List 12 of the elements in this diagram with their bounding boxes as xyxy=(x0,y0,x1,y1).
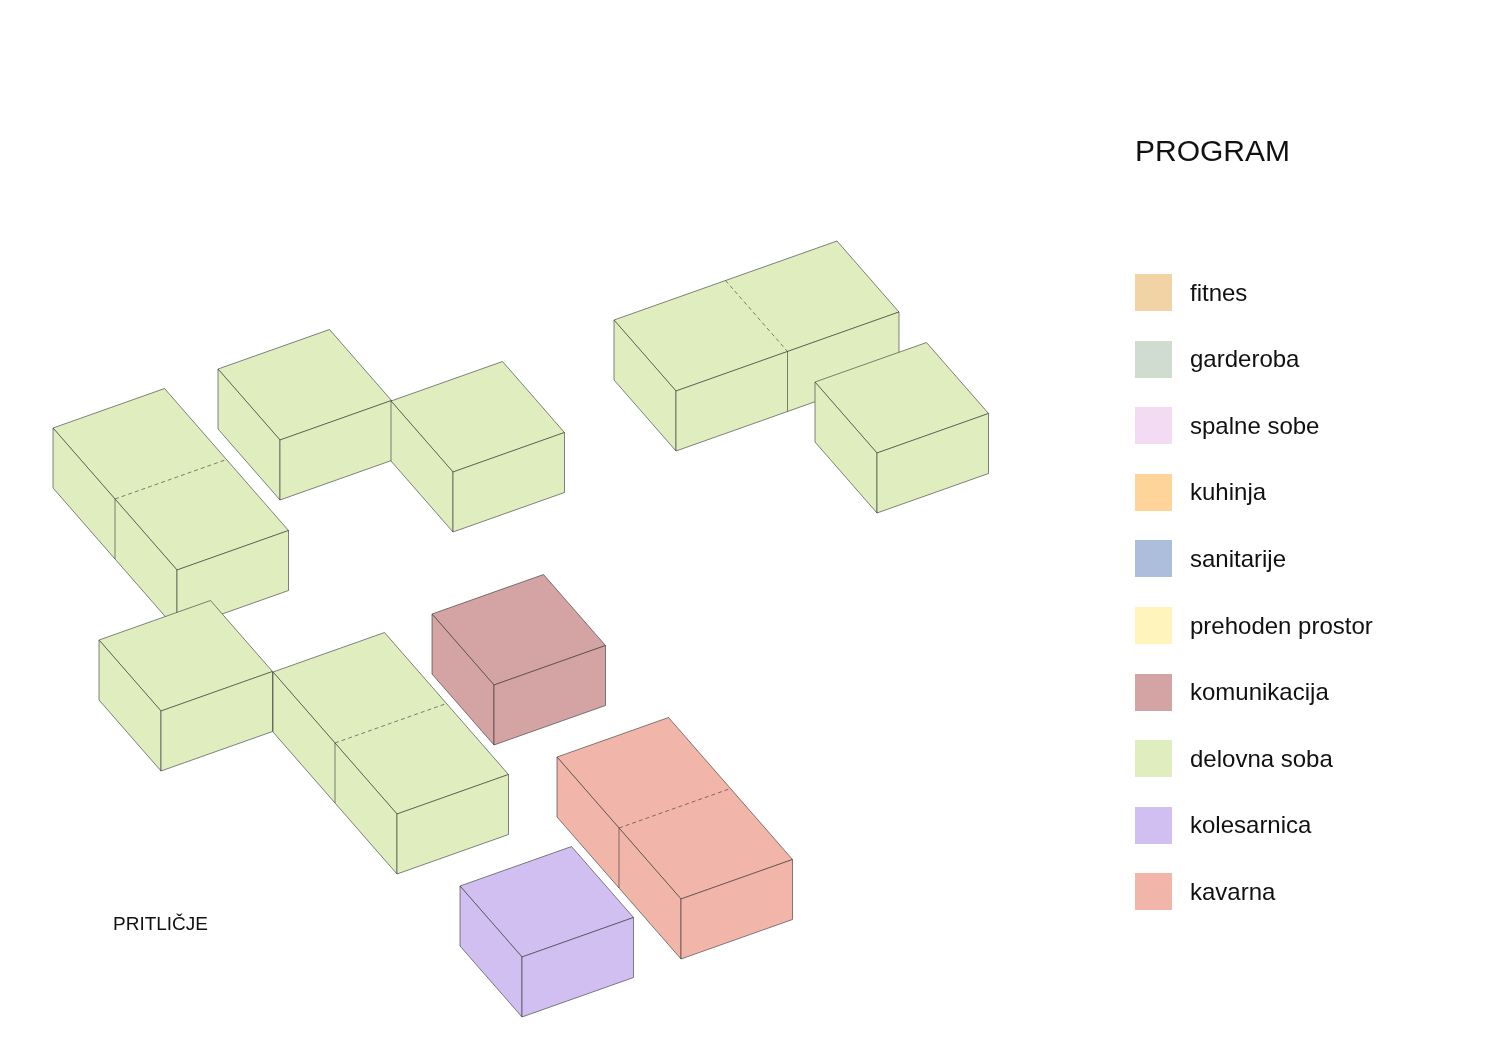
legend-label: delovna soba xyxy=(1190,743,1333,774)
legend-label: prehoden prostor xyxy=(1190,610,1373,641)
legend-label: spalne sobe xyxy=(1190,410,1320,441)
legend-label: kolesarnica xyxy=(1190,810,1312,841)
legend-title: PROGRAM xyxy=(1135,133,1290,169)
legend-label: sanitarije xyxy=(1190,543,1287,574)
legend-label: kuhinja xyxy=(1190,477,1267,508)
legend-label: komunikacija xyxy=(1190,677,1329,708)
legend-label: garderoba xyxy=(1190,344,1300,375)
legend-label: fitnes xyxy=(1190,277,1248,308)
legend-label: kavarna xyxy=(1190,876,1276,907)
floor-label: PRITLIČJE xyxy=(113,912,209,936)
